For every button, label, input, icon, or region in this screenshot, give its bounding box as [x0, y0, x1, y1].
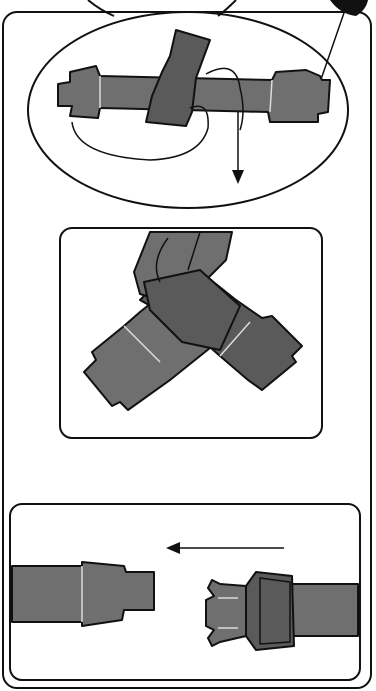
- female-buckle: [246, 572, 294, 650]
- step-2-group: [60, 228, 322, 438]
- step-3-group: [10, 504, 360, 680]
- left-strap: [12, 562, 154, 626]
- callout-leader: [318, 10, 345, 88]
- right-strap: [288, 584, 358, 636]
- buckle-prongs: [206, 580, 246, 646]
- step-1-group: [28, 10, 348, 208]
- down-arrow-head: [232, 170, 244, 184]
- left-arrow-head: [166, 542, 180, 554]
